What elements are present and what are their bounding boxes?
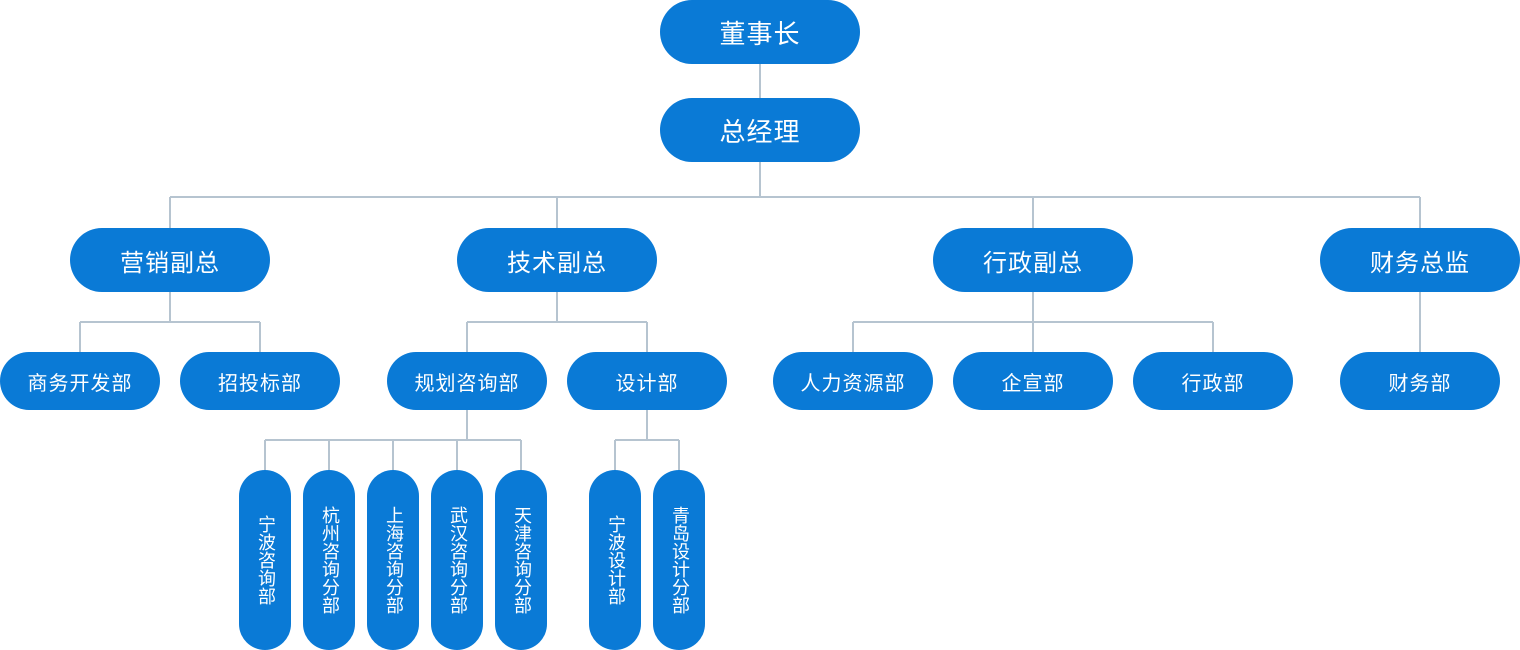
node-finance-director: 财务总监	[1320, 228, 1520, 292]
node-wuhan-consulting: 武汉咨询分部	[431, 470, 483, 650]
node-publicity-dept: 企宣部	[953, 352, 1113, 410]
node-ningbo-consulting: 宁波咨询部	[239, 470, 291, 650]
node-bidding-dept: 招投标部	[180, 352, 340, 410]
node-chairman: 董事长	[660, 0, 860, 64]
node-general-manager: 总经理	[660, 98, 860, 162]
node-business-development-dept: 商务开发部	[0, 352, 160, 410]
node-tianjin-consulting: 天津咨询分部	[495, 470, 547, 650]
node-qingdao-design: 青岛设计分部	[653, 470, 705, 650]
node-administration-vp: 行政副总	[933, 228, 1133, 292]
node-administration-dept: 行政部	[1133, 352, 1293, 410]
node-technical-vp: 技术副总	[457, 228, 657, 292]
node-shanghai-consulting: 上海咨询分部	[367, 470, 419, 650]
node-planning-consulting-dept: 规划咨询部	[387, 352, 547, 410]
node-human-resources-dept: 人力资源部	[773, 352, 933, 410]
node-ningbo-design: 宁波设计部	[589, 470, 641, 650]
node-finance-dept: 财务部	[1340, 352, 1500, 410]
node-hangzhou-consulting: 杭州咨询分部	[303, 470, 355, 650]
node-design-dept: 设计部	[567, 352, 727, 410]
node-marketing-vp: 营销副总	[70, 228, 270, 292]
